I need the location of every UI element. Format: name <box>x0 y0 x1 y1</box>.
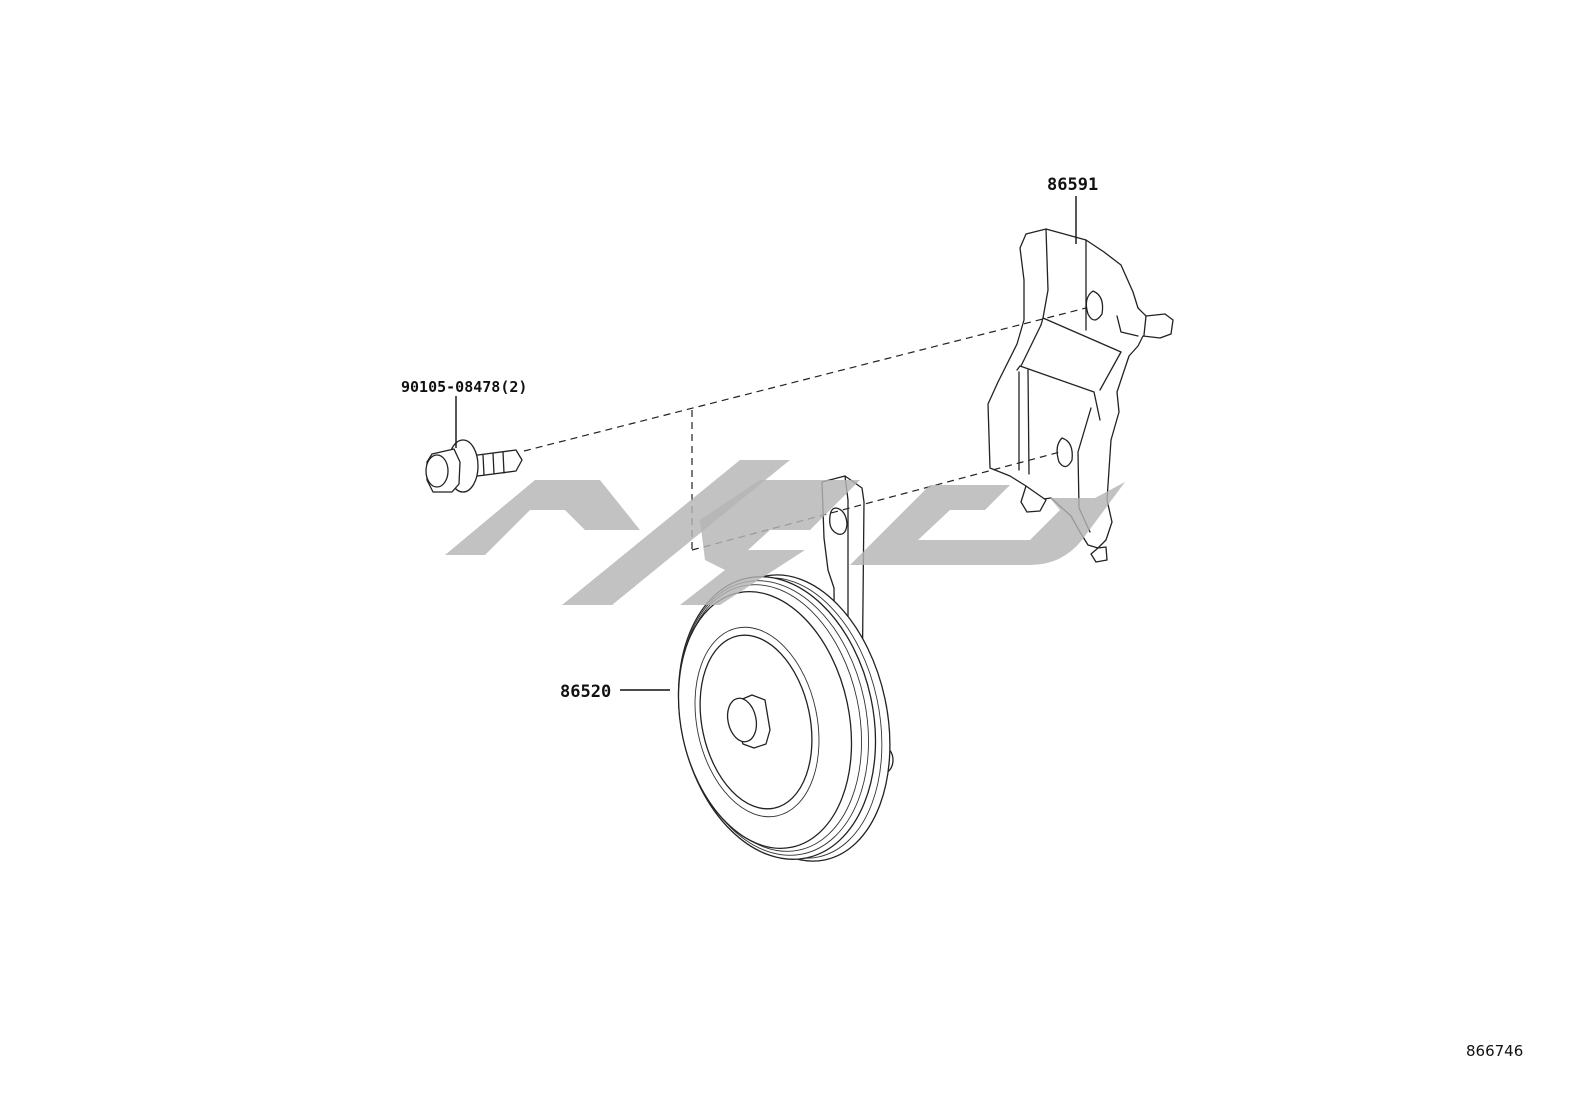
callout-bolt-90105-08478: 90105-08478(2) <box>401 378 527 396</box>
bracket-86591 <box>987 228 1174 563</box>
leader-lines <box>455 196 1077 691</box>
callout-bracket-86591: 86591 <box>1047 175 1098 195</box>
diagram-reference-number: 866746 <box>1466 1042 1523 1060</box>
horn-86520 <box>677 475 894 862</box>
callout-horn-86520: 86520 <box>560 682 611 702</box>
bolt-90105-08478 <box>425 439 523 493</box>
watermark-logo <box>445 460 1125 605</box>
